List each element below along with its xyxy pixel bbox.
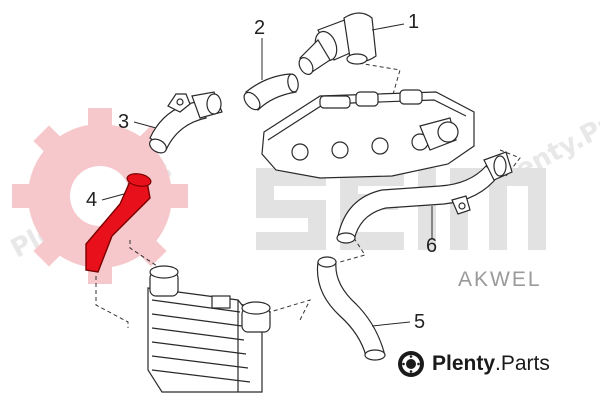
callout-lines xyxy=(101,23,433,327)
part-2-connecting-hose xyxy=(243,73,299,111)
callout-2: 2 xyxy=(254,17,266,39)
seim-logo-icon xyxy=(256,168,546,250)
cylinder-head-drawing xyxy=(261,89,475,179)
callout-3: 3 xyxy=(118,111,130,133)
footer-brand-word-plenty: Plenty xyxy=(432,352,496,375)
footer-brand-word-parts: .Parts xyxy=(495,352,550,375)
part-4-highlighted-hose xyxy=(85,173,152,273)
plenty-parts-footer: Plenty.Parts xyxy=(396,344,550,384)
part-5-lower-hose xyxy=(316,256,386,361)
callout-6: 6 xyxy=(426,235,438,257)
akwel-brand-text: AKWEL xyxy=(458,268,542,291)
callout-1: 1 xyxy=(408,11,420,33)
part-3-metal-pipe xyxy=(149,91,223,154)
brake-disc-logo-icon xyxy=(398,351,424,377)
callout-5: 5 xyxy=(414,311,426,333)
part-6-upper-hose xyxy=(336,151,513,244)
callout-4: 4 xyxy=(86,189,98,211)
intercooler-drawing xyxy=(147,265,271,393)
part-1-intake-pipe xyxy=(298,12,377,75)
